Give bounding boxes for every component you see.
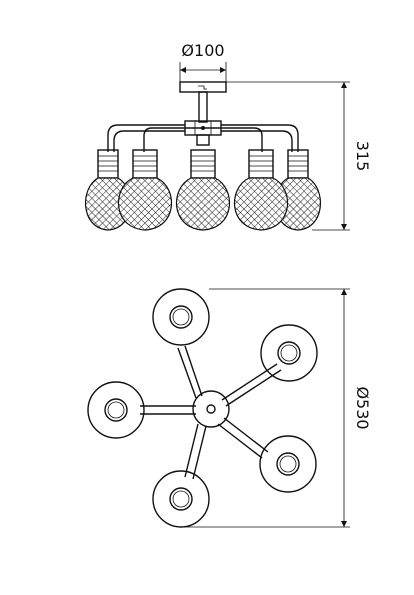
side-arms (107, 124, 299, 152)
side-view: Ø100 (85, 41, 372, 231)
center-hub (192, 390, 230, 428)
canopy-diameter-label: Ø100 (181, 41, 224, 60)
bulb-shade-3 (176, 149, 230, 231)
bulb-shade-2 (118, 149, 172, 231)
bulb-shade-4 (234, 149, 288, 231)
shade-top-2 (260, 324, 318, 382)
ceiling-canopy (179, 81, 227, 93)
shade-top-3 (87, 381, 145, 439)
top-arms (140, 345, 282, 480)
stem (198, 91, 208, 123)
hub-plate (184, 120, 222, 146)
height-dimension: 315 (226, 81, 372, 231)
height-label: 315 (353, 141, 372, 172)
shade-top-4 (259, 435, 317, 493)
diameter-dimension: Ø530 (181, 288, 372, 528)
canopy-width-dimension: Ø100 (179, 41, 227, 82)
top-view: Ø530 (87, 288, 372, 528)
overall-diameter-label: Ø530 (353, 386, 372, 429)
shade-top-1 (152, 288, 210, 346)
shade-top-5 (152, 470, 210, 528)
